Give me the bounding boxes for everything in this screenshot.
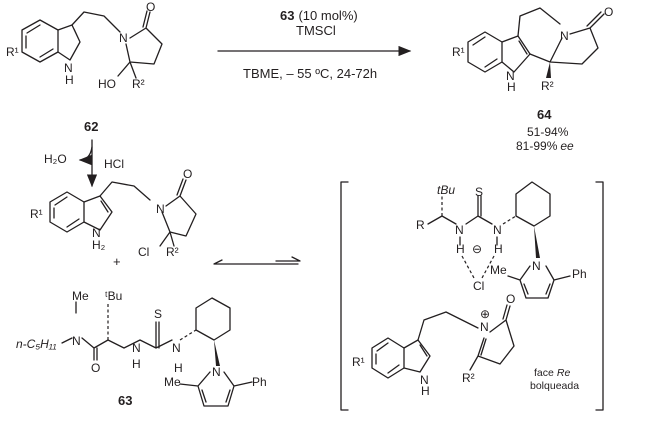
n2-label: N [493,223,502,237]
face-note-line2: bolqueada [530,380,579,392]
n-iminium-label: N [480,320,489,334]
n-pyrrole-label: N [532,259,541,273]
ph-label: Ph [572,267,587,281]
o-label: O [183,167,192,181]
water-label: H₂O [44,152,67,166]
r1-label: R¹ [6,45,19,59]
n-label: N [560,29,569,43]
o-label: O [604,5,613,19]
water-release-arrow [78,146,93,166]
iminium-charge: ⊕ [480,307,490,321]
r1-label: R¹ [30,207,43,221]
hydrolysis-arrow-group: H₂O HCl [44,139,124,188]
n1-label: N [132,341,141,355]
me-label: Me [490,263,507,277]
cl-label: Cl [473,279,484,293]
o-label: O [91,361,100,375]
n2-label: N [172,341,181,355]
equilibrium-arrows [213,256,301,265]
reagent-text: TMSCl [296,23,336,38]
cl-label: Cl [138,245,149,259]
nh-n-label: N [420,373,429,387]
n-label: N [119,31,128,45]
nh-n-label: N [506,69,515,83]
catalyst-label: 63 [280,8,294,23]
tbu-label: tBu [437,183,455,197]
r2-label: R² [132,77,145,91]
nh-h-label: H [421,384,430,398]
r1-label: R¹ [352,355,365,369]
n-label: N [156,202,165,216]
face-word: face [534,367,554,379]
compound-62: R¹ N H N O HO R² 62 [6,0,163,134]
s-label: S [154,307,162,321]
nh-h-label: H [65,73,74,87]
nh2-n-label: N [92,226,101,240]
compound-63: Me N n-C₅H₁₁ O ᵗBu N H S N H N Me Ph 63 [16,289,267,408]
nh-h-label: H [507,80,516,94]
tbu-text: tBu [437,183,455,197]
ee-value: 81-99% [516,139,558,153]
o-label: O [146,0,155,14]
r2-label: R² [541,79,554,93]
n-pentyl-label: n-C₅H₁₁ [16,337,57,351]
hcl-label: HCl [104,157,124,171]
ion-pair-complex: tBu R N H S N H ⊖ Cl Me N Ph R¹ N H N ⊕ … [340,181,604,411]
r2-label: R² [462,371,475,385]
ee-line: 81-99%ee [516,139,574,153]
h2-label: H [494,242,503,256]
ho-label: HO [98,77,116,91]
plus-sign: + [113,254,121,269]
r1-label: R¹ [452,45,465,59]
left-bracket [340,181,349,411]
chloro-intermediate: R¹ N H₂ N O Cl R² + [30,167,197,269]
h2-label: H [174,361,183,375]
o-label: O [506,292,515,306]
reaction-arrow-group: 63 (10 mol%) TMSCl TBME, – 55 ºC, 24-72h [217,8,412,81]
conditions-text: TBME, – 55 ºC, 24-72h [243,66,377,81]
h1-label: H [132,357,141,371]
n-amide-label: N [72,334,81,348]
nh2-h-label: H₂ [92,238,106,252]
r2-label: R² [166,245,179,259]
r-label: R [416,218,425,232]
me-label: Me [72,289,89,303]
compound-64-label: 64 [537,107,552,122]
tbu-label: ᵗBu [105,289,122,303]
compound-63-label: 63 [118,393,132,408]
me-pyrrole-label: Me [164,375,181,389]
ph-label: Ph [252,375,267,389]
n-pyrrole-label: N [212,365,221,379]
right-bracket [595,181,604,411]
forward-short-arrow [275,256,301,262]
h1-label: H [456,242,465,256]
re-word: Re [557,367,571,379]
reverse-arrow [213,259,299,265]
compound-62-label: 62 [84,119,98,134]
compound-64: R¹ N H R² N O 64 51-94% 81-99%ee [452,5,613,153]
ee-unit: ee [560,139,574,153]
chloride-charge: ⊖ [472,242,482,256]
n1-label: N [455,223,464,237]
s-label: S [475,185,483,199]
yield-text: 51-94% [527,125,569,139]
catalyst-line: 63 (10 mol%) [280,8,358,23]
nh-n-label: N [64,61,73,75]
catalyst-loading: (10 mol%) [298,8,357,23]
